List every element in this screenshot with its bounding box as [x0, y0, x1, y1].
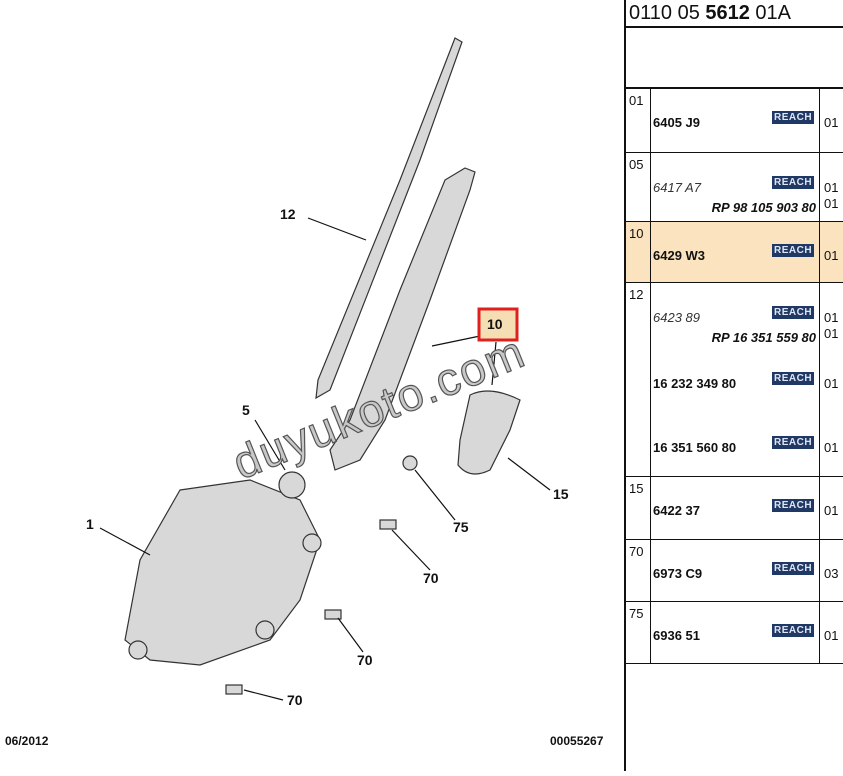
- callout-5[interactable]: 5: [242, 402, 250, 418]
- quantity: 01: [824, 180, 839, 195]
- reach-badge: REACH: [772, 624, 815, 637]
- blank-row: [626, 28, 843, 89]
- qty-divider: [819, 477, 820, 539]
- quantity: 01: [824, 376, 839, 391]
- nut: [402, 455, 418, 471]
- quantity: 01: [824, 248, 839, 263]
- replacement-part[interactable]: RP 16 351 559 80: [711, 330, 816, 345]
- reach-badge: REACH: [772, 372, 815, 385]
- replacement-part[interactable]: RP 98 105 903 80: [711, 200, 816, 215]
- callout-12[interactable]: 12: [280, 206, 296, 222]
- qty-divider: [819, 222, 820, 282]
- quantity: 01: [824, 440, 839, 455]
- wiper-blade: [315, 37, 463, 400]
- item-number: 70: [626, 540, 651, 601]
- part-reference[interactable]: 6417 A7: [653, 180, 701, 195]
- callout-70[interactable]: 70: [423, 570, 439, 586]
- qty-divider: [819, 540, 820, 601]
- quantity: 01: [824, 326, 839, 341]
- reach-badge: REACH: [772, 306, 815, 319]
- qty-divider: [819, 283, 820, 476]
- part-reference[interactable]: 6423 89: [653, 310, 700, 325]
- part-reference[interactable]: 6936 51: [653, 628, 700, 643]
- quantity: 01: [824, 503, 839, 518]
- motor: [124, 479, 321, 666]
- part-reference[interactable]: 6973 C9: [653, 566, 703, 581]
- part-reference[interactable]: 6405 J9: [653, 115, 700, 130]
- callout-10[interactable]: 10: [487, 316, 503, 332]
- exploded-view-drawing: [99, 37, 551, 701]
- catalog-reference: 0110 05 5612 01A: [626, 0, 843, 28]
- reach-badge: REACH: [772, 499, 815, 512]
- reach-badge: REACH: [772, 244, 815, 257]
- washer: [278, 471, 306, 499]
- callout-70[interactable]: 70: [357, 652, 373, 668]
- selected-callout-box: [477, 307, 519, 342]
- reach-badge: REACH: [772, 111, 815, 124]
- ref-part: 01A: [749, 2, 792, 24]
- part-reference[interactable]: 6422 37: [653, 503, 700, 518]
- ref-part: 0110 05: [629, 2, 706, 24]
- callout-75[interactable]: 75: [453, 519, 469, 535]
- qty-divider: [819, 153, 820, 221]
- quantity: 01: [824, 196, 839, 211]
- cap: [457, 390, 521, 475]
- quantity: 01: [824, 628, 839, 643]
- reach-badge: REACH: [772, 436, 815, 449]
- callout-15[interactable]: 15: [553, 486, 569, 502]
- qty-divider: [819, 89, 820, 152]
- item-number: 75: [626, 602, 651, 663]
- wiper-arm: [329, 167, 476, 471]
- item-number: 15: [626, 477, 651, 539]
- callout-1[interactable]: 1: [86, 516, 94, 532]
- parts-diagram: 12 10 5 1 15 75 70 70 70 duyukoto.com 06…: [5, 37, 604, 748]
- part-reference[interactable]: 16 232 349 80: [653, 376, 737, 391]
- item-number: 12: [626, 283, 651, 476]
- quantity: 01: [824, 310, 839, 325]
- item-number: 01: [626, 89, 651, 152]
- reach-badge: REACH: [772, 562, 815, 575]
- quantity: 01: [824, 115, 839, 130]
- qty-divider: [819, 602, 820, 663]
- quantity: 03: [824, 566, 839, 581]
- part-reference[interactable]: 6429 W3: [653, 248, 706, 263]
- part-reference[interactable]: 16 351 560 80: [653, 440, 737, 455]
- item-number: 10: [626, 222, 651, 282]
- callout-70[interactable]: 70: [287, 692, 303, 708]
- drawing-number: 00055267: [550, 734, 604, 748]
- diagram-date: 06/2012: [5, 734, 49, 748]
- ref-part-bold: 5612: [705, 2, 750, 24]
- reach-badge: REACH: [772, 176, 815, 189]
- item-number: 05: [626, 153, 651, 221]
